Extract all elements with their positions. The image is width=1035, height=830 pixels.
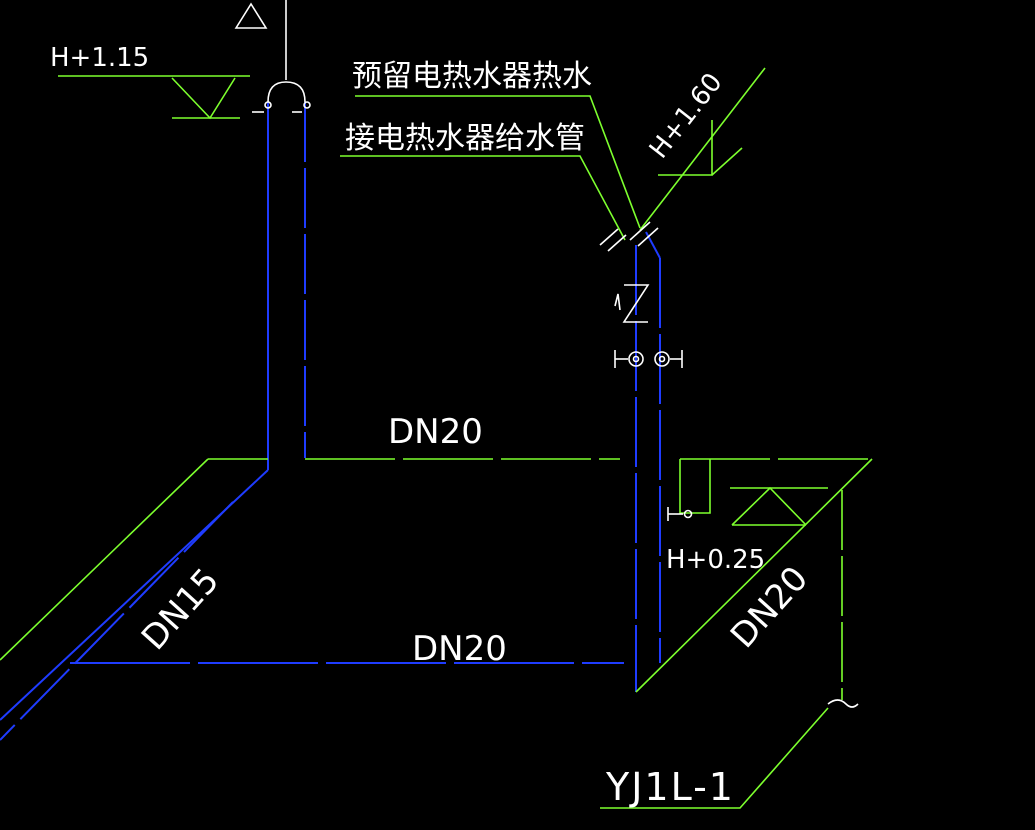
valve-left-icon [264, 101, 272, 109]
hot-water-pipes [0, 102, 661, 741]
note-supply-label: 接电热水器给水管 [345, 121, 585, 156]
hatch-4 [637, 227, 659, 247]
diag-pipe-left-outer [0, 501, 234, 741]
check-valve-arrow-icon [614, 293, 621, 311]
fixture-symbols [234, 0, 859, 708]
break-mark-icon [827, 699, 859, 708]
elev-right-mid-label: H+0.25 [666, 545, 765, 575]
dn-upper-label: DN20 [388, 412, 483, 452]
elev-right-top-tick [711, 147, 743, 176]
diag-green-left [0, 458, 209, 661]
valve-right-icon [303, 101, 311, 109]
hatch-2 [607, 234, 627, 252]
check-valve-icon [622, 284, 650, 323]
elev-top-left-label: H+1.15 [50, 43, 149, 73]
note-hot-water-label: 预留电热水器热水 [352, 59, 592, 94]
elev-top-left-triangle [171, 77, 236, 120]
fixture-valve-icon [683, 509, 693, 519]
riser-id-label: YJ1L-1 [605, 765, 735, 809]
hatch-3 [629, 221, 651, 241]
leader-supply-note [340, 155, 626, 241]
gate-valve-right-dot [658, 355, 666, 363]
leader-hot-water-note [355, 95, 641, 229]
leader-riser-id [600, 707, 829, 809]
gate-valve-left-icon [628, 351, 644, 367]
dn-diag-left-label: DN15 [134, 561, 227, 658]
elev-right-top-line [639, 67, 766, 231]
elev-right-top-label: H+1.60 [644, 68, 729, 165]
dn-lower-label: DN20 [412, 629, 507, 669]
elev-mid-triangle [731, 486, 807, 526]
gate-valve-left-dot [632, 355, 640, 363]
hatch-1 [599, 228, 619, 246]
cold-water-pipes-and-leaders [0, 67, 873, 809]
north-triangle-icon [234, 2, 268, 29]
diag-green-right [635, 458, 873, 693]
gate-valve-right-icon [654, 351, 670, 367]
fixture-connection [679, 459, 711, 514]
riser-cap-icon [267, 81, 306, 103]
